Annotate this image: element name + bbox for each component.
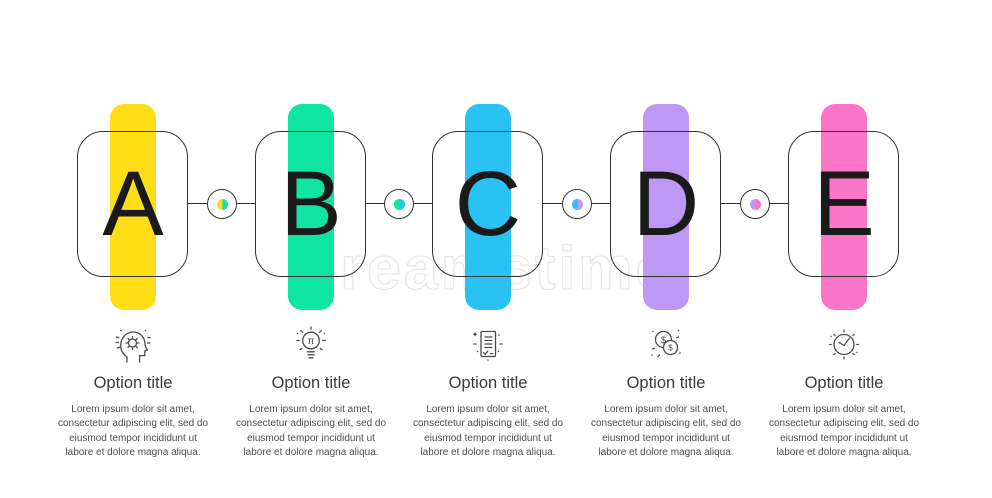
step-color-bar [643,104,689,310]
step-outline-box [432,131,543,277]
mind-gear-icon [43,324,223,366]
report-check-icon [398,324,578,366]
connector-node [740,189,770,219]
description-line: eiusmod tempor incididunt ut [424,432,552,444]
coins-dollar-icon: $ $ [576,324,756,366]
connector-dot [571,198,583,210]
connector-dot [216,198,228,210]
description-line: eiusmod tempor incididunt ut [780,432,908,444]
step-d: D $ $ Option title Lorem ipsum dolor sit… [576,0,756,498]
connector-node [562,189,592,219]
step-letter: A [102,153,164,255]
connector-node [207,189,237,219]
description-line: Lorem ipsum dolor sit amet, [249,404,373,415]
option-description: Lorem ipsum dolor sit amet, consectetur … [386,403,590,461]
option-title: Option title [271,374,351,392]
connector-node [384,189,414,219]
option-description: Lorem ipsum dolor sit amet, consectetur … [564,403,768,461]
step-letter: D [632,153,700,255]
step-e: E Option title Lorem ipsum dolor sit ame… [754,0,934,498]
connector-dot [393,198,405,210]
description-line: eiusmod tempor incididunt ut [602,432,730,444]
option-title: Option title [93,374,173,392]
description-line: consectetur adipiscing elit, sed do [590,418,742,430]
step-color-bar [110,104,156,310]
step-outline-box [610,131,721,277]
description-line: consectetur adipiscing elit, sed do [412,418,564,430]
option-description: Lorem ipsum dolor sit amet, consectetur … [742,403,946,461]
option-title: Option title [448,374,528,392]
step-outline-box [788,131,899,277]
option-title: Option title [626,374,706,392]
description-line: Lorem ipsum dolor sit amet, [604,404,728,415]
step-color-bar [288,104,334,310]
description-line: labore et dolore magna aliqua. [420,447,556,459]
description-line: labore et dolore magna aliqua. [776,447,912,459]
option-title: Option title [804,374,884,392]
step-letter: C [454,153,522,255]
description-line: Lorem ipsum dolor sit amet, [782,404,906,415]
description-line: Lorem ipsum dolor sit amet, [426,404,550,415]
step-outline-box [77,131,188,277]
description-line: consectetur adipiscing elit, sed do [768,418,920,430]
step-a: A Option title Lorem ipsum dolor sit ame… [43,0,223,498]
description-line: labore et dolore magna aliqua. [65,447,201,459]
svg-text:π: π [308,336,315,347]
description-line: eiusmod tempor incididunt ut [69,432,197,444]
idea-bulb-icon: π [221,324,401,366]
step-outline-box [255,131,366,277]
svg-text:$: $ [661,335,666,345]
step-letter: E [813,153,875,255]
step-color-bar [465,104,511,310]
description-line: Lorem ipsum dolor sit amet, [71,404,195,415]
step-c: C Option title Lorem ipsum dolor sit ame… [398,0,578,498]
svg-text:$: $ [668,343,673,352]
option-description: Lorem ipsum dolor sit amet, consectetur … [31,403,235,461]
option-description: Lorem ipsum dolor sit amet, consectetur … [209,403,413,461]
description-line: eiusmod tempor incididunt ut [247,432,375,444]
description-line: labore et dolore magna aliqua. [243,447,379,459]
description-line: consectetur adipiscing elit, sed do [57,418,209,430]
step-color-bar [821,104,867,310]
description-line: labore et dolore magna aliqua. [598,447,734,459]
connector-dot [749,198,761,210]
step-b: B π Option title Lorem ipsum dolor sit a… [221,0,401,498]
step-letter: B [280,153,342,255]
description-line: consectetur adipiscing elit, sed do [235,418,387,430]
clock-icon [754,324,934,366]
